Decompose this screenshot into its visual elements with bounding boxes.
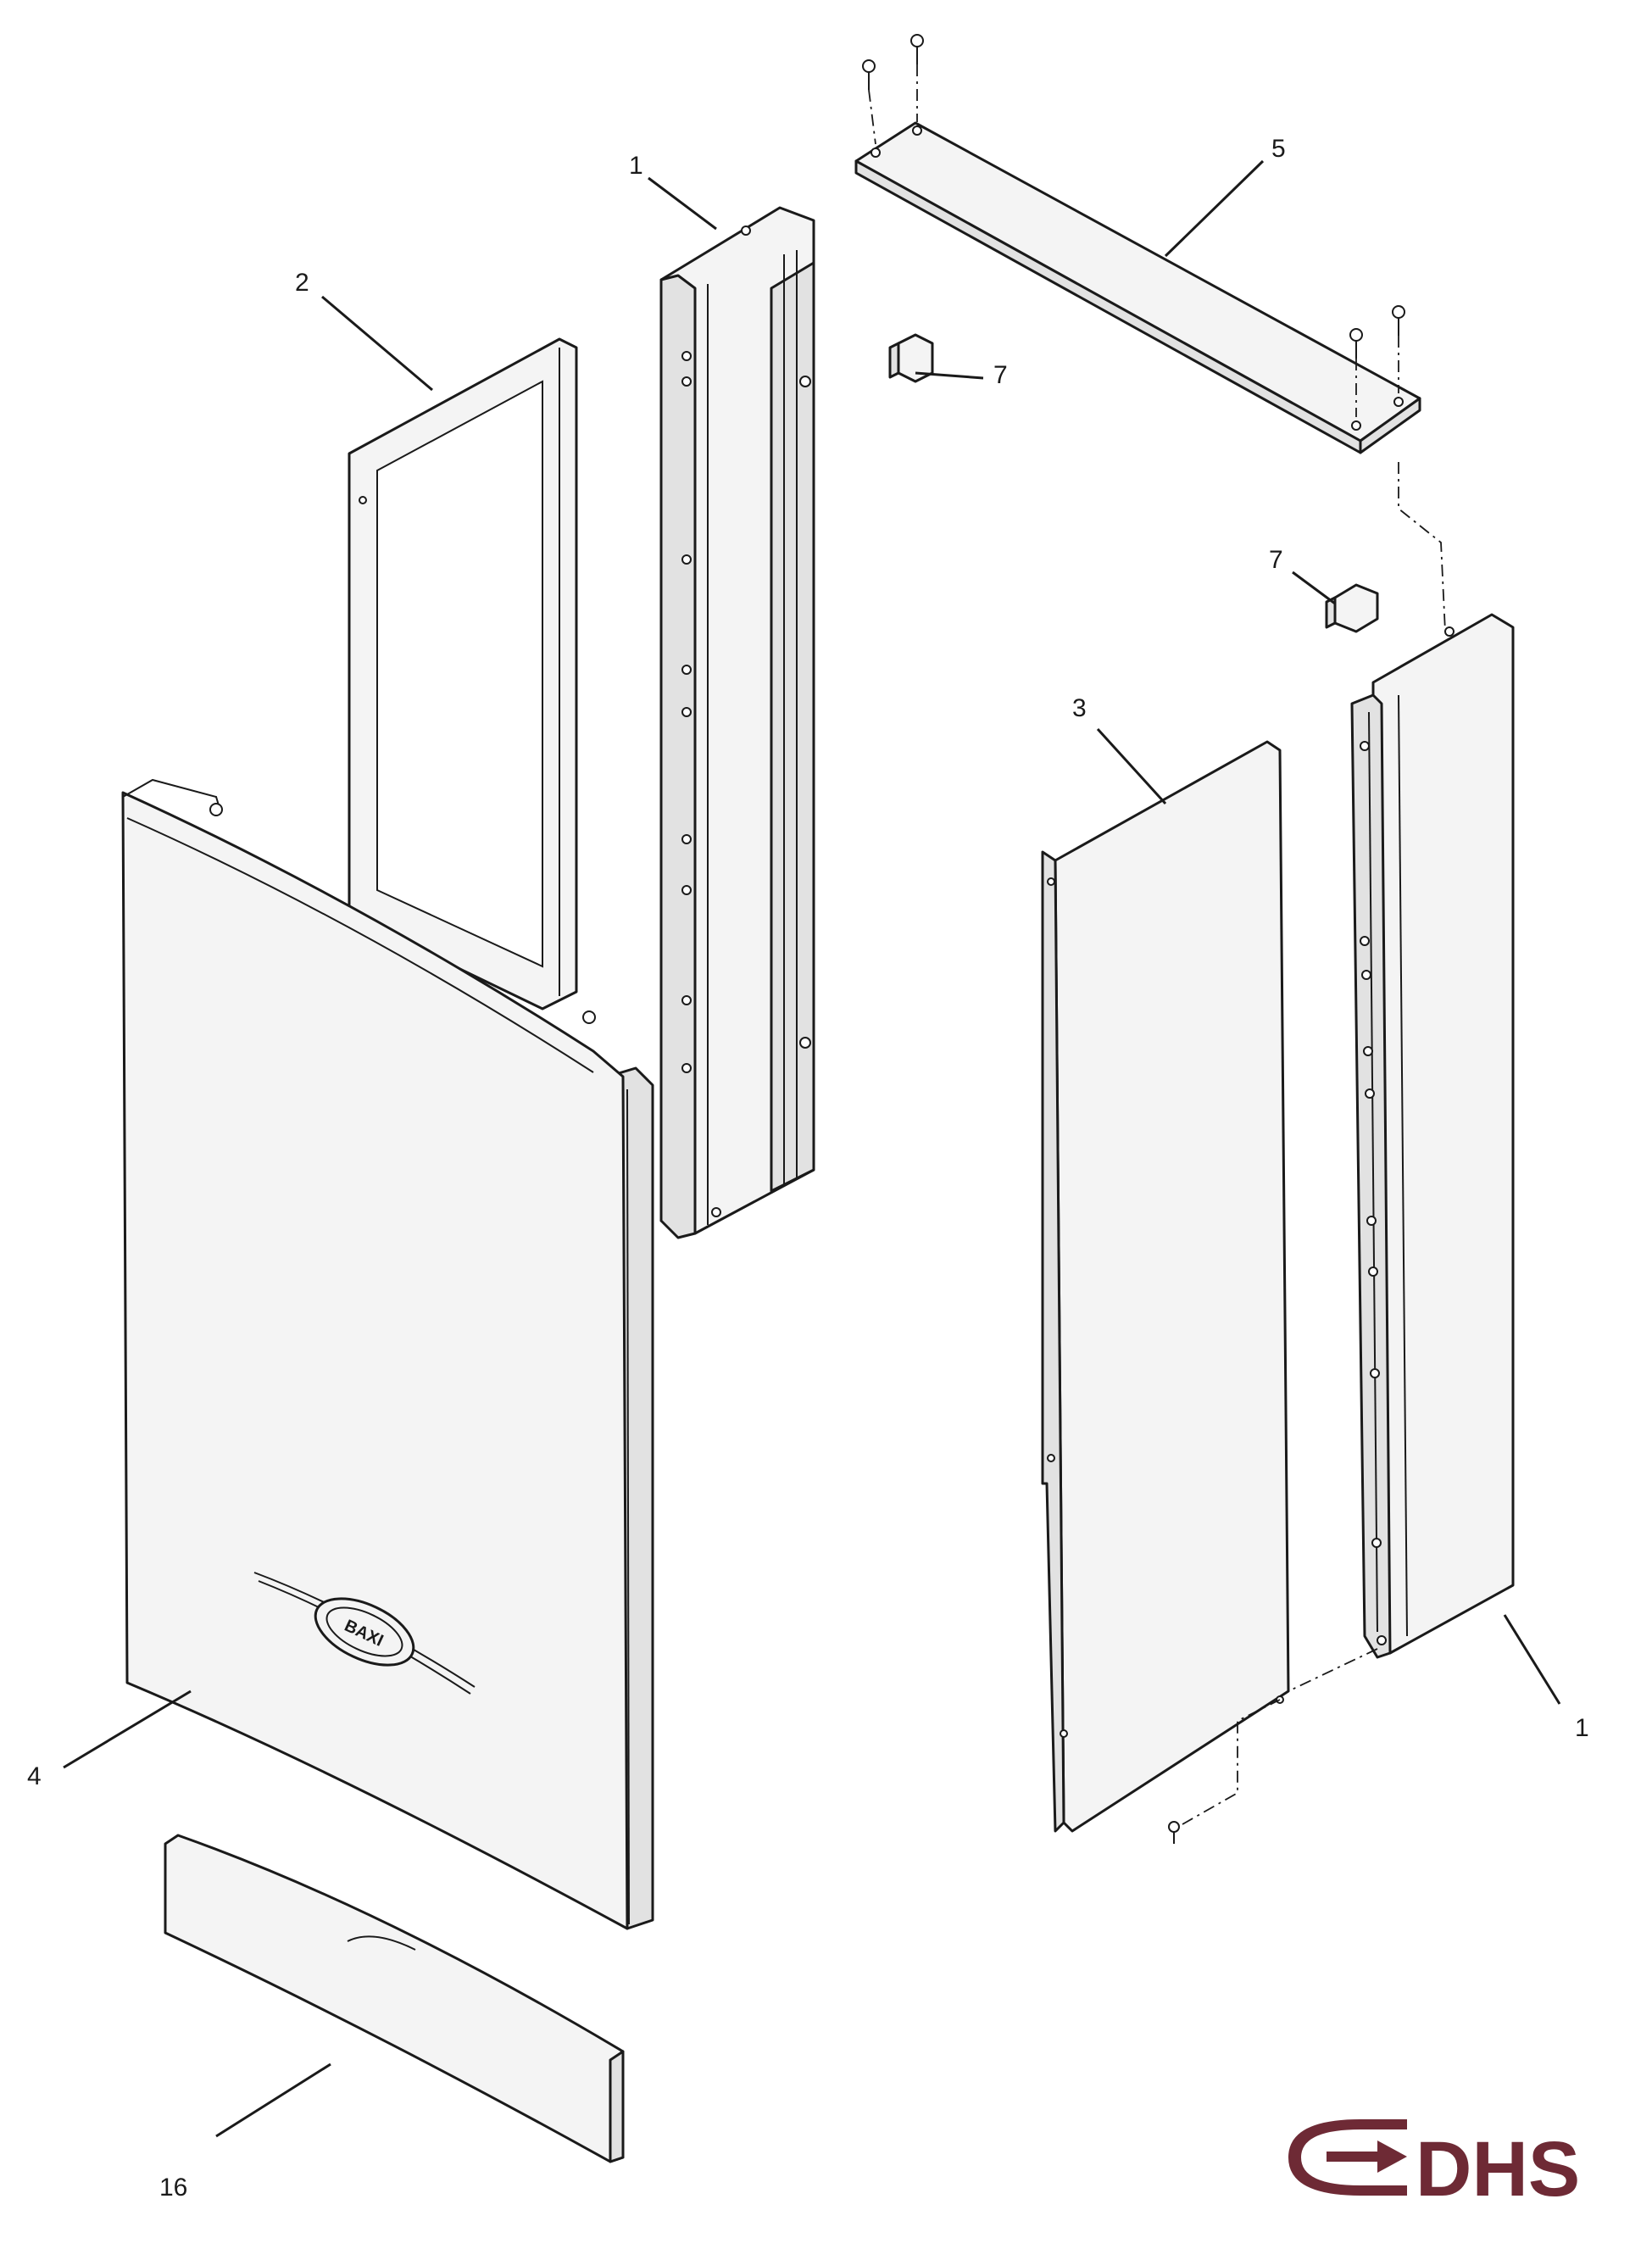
part-3-side-panel [1041,740,1290,1844]
callout-1-bottom: 1 [1575,1714,1589,1742]
dhs-logo: DHS [1288,2119,1580,2213]
part-1-channel-bottom [1288,462,1515,1692]
callout-16: 16 [159,2174,187,2202]
callout-7-top: 7 [993,361,1008,389]
callout-7-mid: 7 [1269,546,1283,574]
screw [910,34,924,64]
screw [1349,328,1363,359]
screw [1392,305,1405,336]
callout-4: 4 [27,1762,42,1790]
leader-lines [63,159,1561,2138]
part-4-front-case: BAXI [121,778,654,1930]
callout-5: 5 [1271,135,1286,163]
part-1-channel-top [659,206,815,1239]
part-5-top-bar [854,34,1421,454]
part-2-frame [348,337,578,1010]
part-16-bottom-cover [164,1834,625,2163]
callout-1-top: 1 [629,152,643,180]
callout-3: 3 [1072,694,1087,722]
callout-2: 2 [295,269,309,297]
screw [1168,1821,1180,1844]
dhs-logo-text: DHS [1416,2126,1580,2213]
part-7-clip-mid [1325,583,1379,633]
screw [862,59,876,90]
